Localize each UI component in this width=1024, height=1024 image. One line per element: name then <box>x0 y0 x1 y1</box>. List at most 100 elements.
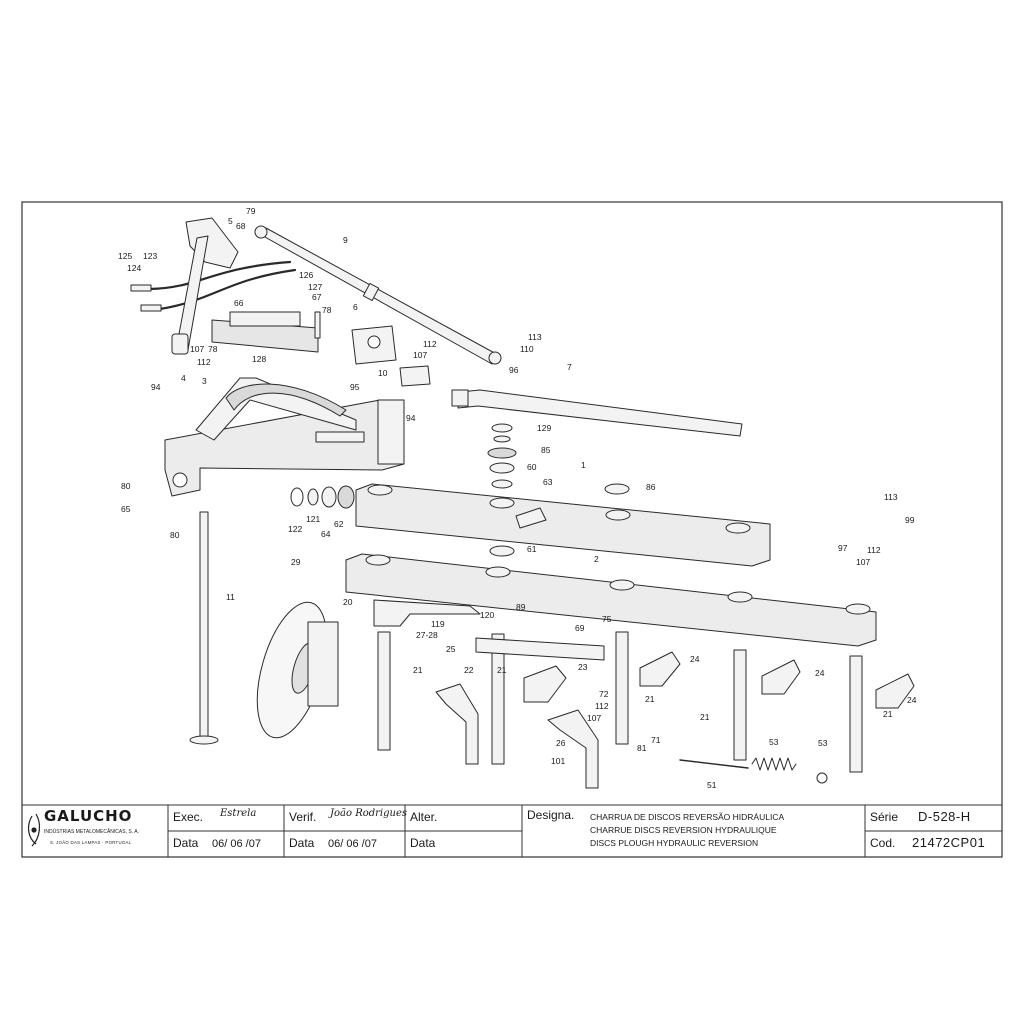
part-number-5: 5 <box>228 216 233 226</box>
part-number-124: 124 <box>127 263 141 273</box>
part-number-20: 20 <box>343 597 353 607</box>
part-number-78: 78 <box>322 305 332 315</box>
part-number-128: 128 <box>252 354 266 364</box>
part-number-94: 94 <box>406 413 416 423</box>
part-number-22: 22 <box>464 665 474 675</box>
exec-date: 06/ 06 /07 <box>212 838 261 850</box>
bar-27-28 <box>475 637 605 661</box>
hub-24-a <box>639 651 681 687</box>
part-number-85: 85 <box>541 445 551 455</box>
part-number-23: 23 <box>578 662 588 672</box>
part-number-112: 112 <box>867 545 881 555</box>
company-location: S. JOÃO DAS LAMPAS · PORTUGAL <box>50 840 132 845</box>
mast-arm <box>175 235 209 351</box>
shaft-11 <box>199 511 209 741</box>
part-number-75: 75 <box>602 614 612 624</box>
part-number-96: 96 <box>509 365 519 375</box>
part-number-125: 125 <box>118 251 132 261</box>
leg-21-e <box>849 655 863 773</box>
designation-fr: CHARRUE DISCS REVERSION HYDRAULIQUE <box>590 825 777 835</box>
part-number-129: 129 <box>537 423 551 433</box>
part-number-29: 29 <box>291 557 301 567</box>
part-number-67: 67 <box>312 292 322 302</box>
part-number-107: 107 <box>856 557 870 567</box>
part-number-94: 94 <box>151 382 161 392</box>
spring-53 <box>751 757 797 771</box>
part-number-4: 4 <box>181 373 186 383</box>
hub-24-c <box>875 673 915 709</box>
hub-23 <box>523 665 567 703</box>
part-number-51: 51 <box>707 780 717 790</box>
part-number-24: 24 <box>690 654 700 664</box>
exec-data-label: Data <box>173 836 199 850</box>
arm-20 <box>373 599 481 627</box>
main-frame <box>164 399 405 497</box>
company-name: INDÚSTRIAS METALOMECÂNICAS, S. A. <box>44 829 139 835</box>
frame-pivot-hole <box>172 472 188 488</box>
alter-data-label: Data <box>410 836 436 850</box>
galucho-logo <box>27 813 41 847</box>
beam-2 <box>345 553 877 647</box>
part-number-11: 11 <box>226 592 235 602</box>
part-number-112: 112 <box>595 701 609 711</box>
part-number-127: 127 <box>308 282 322 292</box>
serie-label: Série <box>870 810 899 824</box>
bracket-10 <box>399 365 431 387</box>
leg-21-a <box>377 631 391 751</box>
part-number-21: 21 <box>883 709 893 719</box>
frame-side-plate <box>377 399 405 465</box>
bracket-26 <box>547 709 599 789</box>
part-number-81: 81 <box>637 743 647 753</box>
pin-67 <box>314 311 321 339</box>
shaft-foot <box>189 735 219 745</box>
part-number-69: 69 <box>575 623 585 633</box>
part-number-110: 110 <box>520 344 534 354</box>
mast-pivot <box>171 333 189 355</box>
part-number-53: 53 <box>769 737 779 747</box>
part-number-62: 62 <box>334 519 344 529</box>
part-number-21: 21 <box>645 694 655 704</box>
part-number-26: 26 <box>556 738 566 748</box>
part-number-78: 78 <box>208 344 218 354</box>
part-number-63: 63 <box>543 477 553 487</box>
hub-24-b <box>761 659 801 695</box>
hydraulic-hose-upper <box>148 260 292 291</box>
part-number-72: 72 <box>599 689 609 699</box>
part-number-53: 53 <box>818 738 828 748</box>
part-number-112: 112 <box>197 357 211 367</box>
part-number-119: 119 <box>431 619 445 629</box>
part-number-80: 80 <box>121 481 131 491</box>
part-number-65: 65 <box>121 504 131 514</box>
cod-value: 21472CP01 <box>912 835 986 850</box>
part-number-121: 121 <box>306 514 320 524</box>
part-number-27-28: 27-28 <box>416 630 438 640</box>
draw-bar <box>457 389 743 437</box>
top-link-sleeve <box>362 282 380 302</box>
part-number-60: 60 <box>527 462 537 472</box>
brand-name: GALUCHO <box>44 807 133 825</box>
frame-crossbar <box>315 431 365 443</box>
leg-21-c <box>615 631 629 745</box>
part-number-61: 61 <box>527 544 537 554</box>
part-number-24: 24 <box>907 695 917 705</box>
part-number-86: 86 <box>646 482 656 492</box>
part-number-66: 66 <box>234 298 244 308</box>
part-number-101: 101 <box>551 756 565 766</box>
exec-signature: Estrela <box>220 808 257 819</box>
part-number-1: 1 <box>581 460 586 470</box>
hydraulic-hose-lower <box>158 268 297 311</box>
part-number-2: 2 <box>594 554 599 564</box>
part-number-112: 112 <box>423 339 437 349</box>
leg-21-d <box>733 649 747 761</box>
part-number-64: 64 <box>321 529 331 539</box>
bearing-61 <box>489 545 515 557</box>
leg-21-b <box>491 633 505 765</box>
parts-artwork <box>130 217 915 789</box>
part-number-80: 80 <box>170 530 180 540</box>
part-number-107: 107 <box>413 350 427 360</box>
verif-label: Verif. <box>289 810 317 824</box>
part-number-107: 107 <box>190 344 204 354</box>
part-number-79: 79 <box>246 206 256 216</box>
